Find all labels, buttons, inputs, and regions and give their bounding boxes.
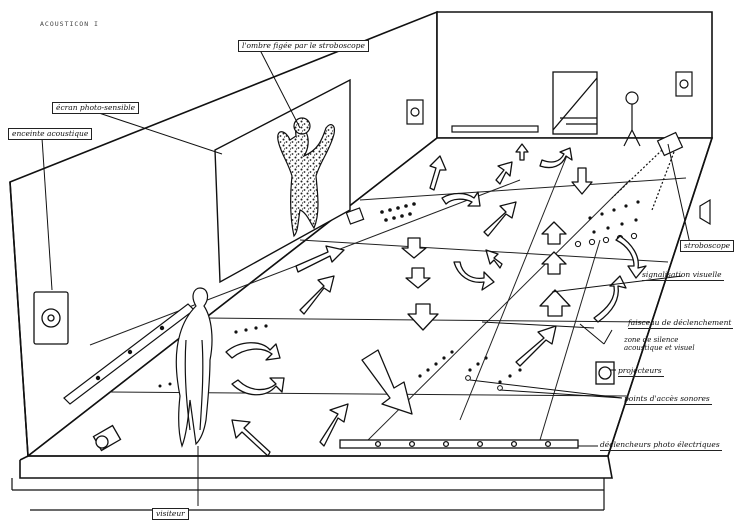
label-silence-zone: zone de silence acoustique et visuel: [624, 336, 714, 352]
speaker-back-left: [407, 100, 423, 124]
label-photosensitive-screen: écran photo-sensible: [52, 102, 139, 114]
speaker-left-wall: [34, 292, 68, 344]
label-projectors: projecteurs: [618, 366, 664, 377]
label-stroboscope: stroboscope: [680, 240, 734, 252]
stroboscope-right: [700, 200, 710, 224]
label-access-points: points d'accès sonores: [624, 394, 712, 405]
speaker-back-right: [676, 72, 692, 96]
diagram-title: ACOUSTICON I: [40, 20, 99, 28]
label-visitor: visiteur: [152, 508, 189, 520]
back-doorway: [553, 72, 597, 134]
label-frozen-shadow: l'ombre figée par le stroboscope: [238, 40, 369, 52]
label-acoustic-enclosure: enceinte acoustique: [8, 128, 92, 140]
back-wall-rail: [452, 126, 538, 132]
label-visual-signalisation: signalisation visuelle: [642, 270, 724, 281]
photo-trigger-rail: [340, 440, 578, 448]
label-photo-triggers: déclencheurs photo électriques: [600, 440, 722, 451]
label-trigger-beam: faisceau de déclenchement: [628, 318, 733, 329]
projector-right: [596, 362, 614, 384]
